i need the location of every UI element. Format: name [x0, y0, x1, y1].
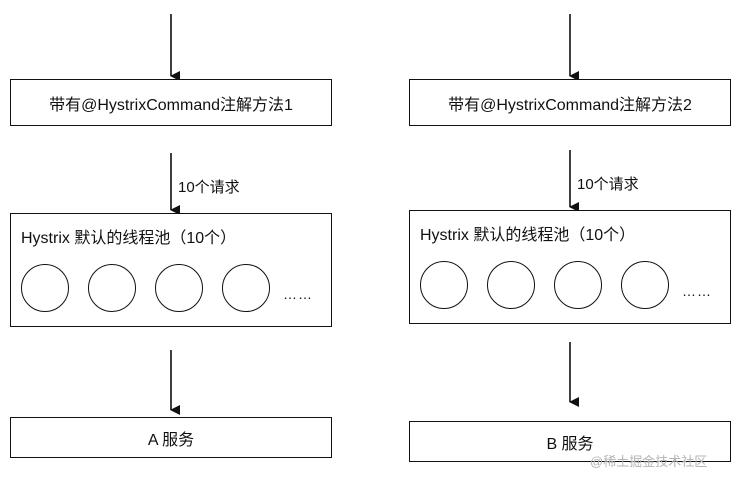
right-ellipsis: ……: [682, 283, 712, 299]
right-request-label: 10个请求: [577, 176, 639, 193]
left-pool-title: Hystrix 默认的线程池（10个）: [21, 230, 237, 247]
left-request-label: 10个请求: [178, 179, 240, 196]
right-thread-4: [621, 261, 669, 309]
right-pool-title: Hystrix 默认的线程池（10个）: [420, 227, 636, 244]
right-thread-1: [420, 261, 468, 309]
left-service-label: A 服务: [147, 431, 195, 449]
right-service-label: B 服务: [546, 435, 594, 453]
right-thread-3: [554, 261, 602, 309]
right-command-box: 带有@HystrixCommand注解方法2: [409, 79, 731, 126]
right-thread-2: [487, 261, 535, 309]
right-service-box: B 服务: [409, 421, 731, 462]
left-command-label: 带有@HystrixCommand注解方法1: [49, 96, 293, 114]
right-thread-pool: Hystrix 默认的线程池（10个） ……: [409, 210, 731, 324]
left-ellipsis: ……: [283, 286, 313, 302]
left-thread-1: [21, 264, 69, 312]
left-thread-3: [155, 264, 203, 312]
left-thread-pool: Hystrix 默认的线程池（10个） ……: [10, 213, 332, 327]
left-command-box: 带有@HystrixCommand注解方法1: [10, 79, 332, 126]
left-service-box: A 服务: [10, 417, 332, 458]
right-command-label: 带有@HystrixCommand注解方法2: [448, 96, 692, 114]
left-thread-4: [222, 264, 270, 312]
watermark: @稀土掘金技术社区: [590, 454, 708, 469]
left-thread-2: [88, 264, 136, 312]
